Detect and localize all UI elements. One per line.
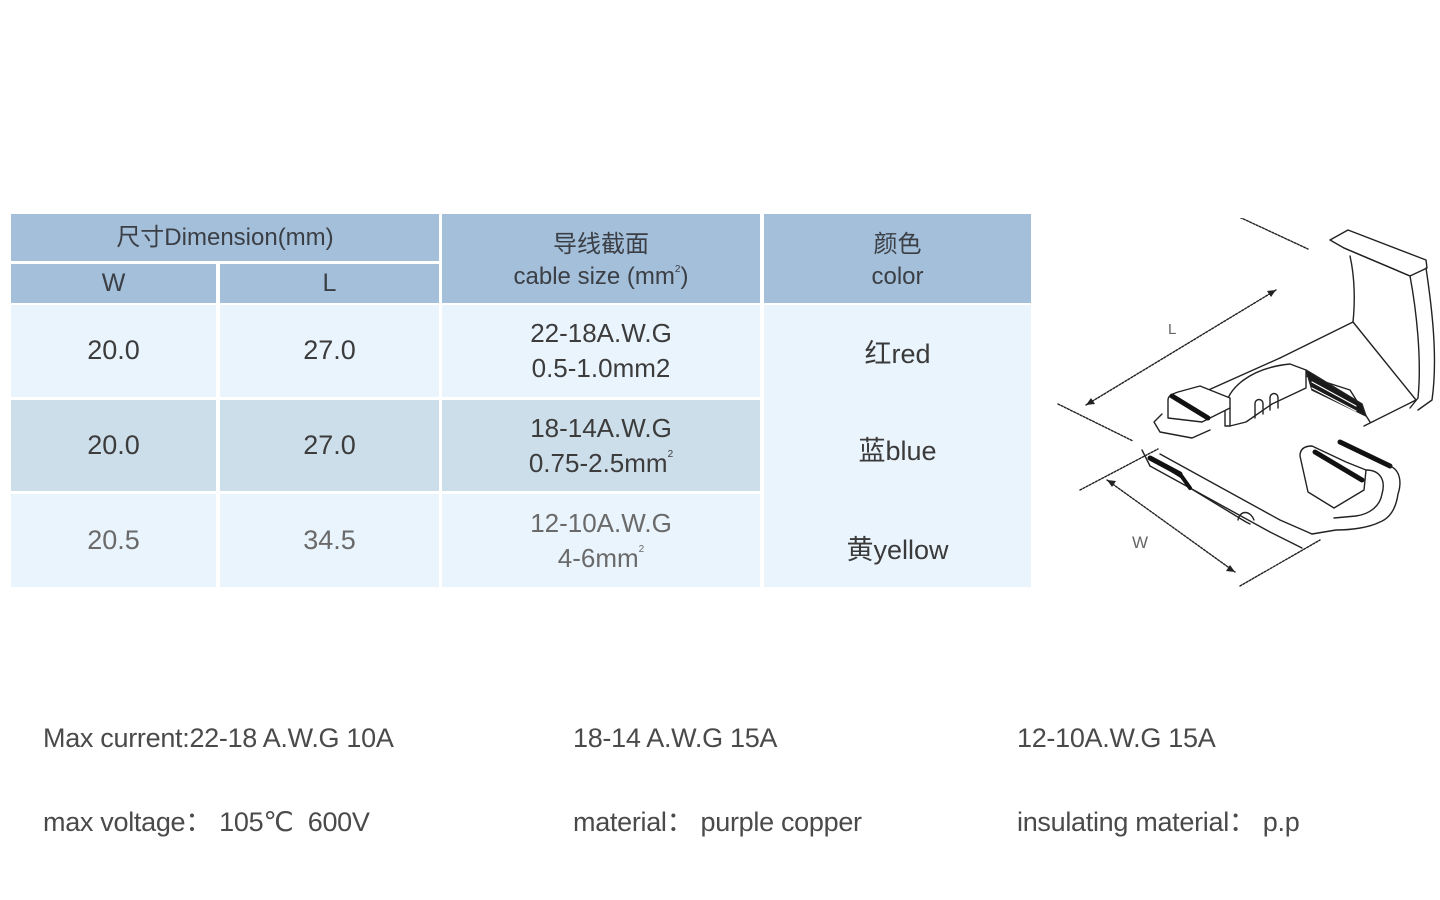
right-wire-block [1299, 439, 1401, 535]
table-row-1-cable: 22-18A.W.G 0.5-1.0mm2 [442, 305, 760, 397]
note-1-line-1: Max current:22-18 A.W.G 10A [43, 723, 394, 753]
dimension-l-arrow [1085, 289, 1277, 406]
table-row-2-w: 20.0 [11, 400, 216, 491]
header-color-cn: 颜色 [873, 231, 922, 259]
header-cable-cn: 导线截面 [553, 231, 649, 259]
note-group-3: 12-10A.W.G 15A insulating material： p.p [1017, 668, 1300, 864]
left-wire-block [1153, 385, 1231, 439]
color-red: 红red [864, 339, 931, 369]
table-row-1-w: 20.0 [11, 305, 216, 397]
note-3-line-2: insulating material： p.p [1017, 807, 1300, 837]
spec-table: 尺寸Dimension(mm) W L 导线截面 cable size (mm2… [11, 214, 1031, 588]
header-l-label: L [322, 269, 337, 298]
dimension-w-arrow [1106, 479, 1236, 573]
note-group-2: 18-14 A.W.G 15A material： purple copper [573, 668, 862, 864]
header-w: W [11, 264, 216, 303]
header-dimension: 尺寸Dimension(mm) [11, 214, 439, 261]
color-column: 红red 蓝blue 黄yellow [764, 305, 1031, 587]
table-row-3-cable: 12-10A.W.G 4-6mm2 [442, 494, 760, 587]
terminal-block [1305, 369, 1367, 417]
note-2-line-2: material： purple copper [573, 807, 862, 837]
quick-splice-connector-icon: L W [1057, 215, 1436, 587]
diagram-label-l: L [1168, 321, 1176, 338]
flap [1279, 229, 1436, 411]
dimension-w-lines [1079, 448, 1321, 587]
dimension-l-lines [1057, 215, 1309, 442]
note-2-line-1: 18-14 A.W.G 15A [573, 723, 778, 753]
header-cable-size: 导线截面 cable size (mm2) [442, 214, 760, 303]
left-wire-slot [1147, 455, 1255, 525]
header-l: L [220, 264, 439, 303]
table-row-3-l: 34.5 [220, 494, 439, 587]
table-row-2-cable: 18-14A.W.G 0.75-2.5mm2 [442, 400, 760, 491]
table-row-2-l: 27.0 [220, 400, 439, 491]
note-group-1: Max current:22-18 A.W.G 10A max voltage：… [43, 668, 394, 864]
header-w-label: W [101, 269, 126, 298]
note-3-line-1: 12-10A.W.G 15A [1017, 723, 1216, 753]
color-yellow: 黄yellow [846, 535, 949, 565]
header-cable-en: cable size (mm2) [513, 262, 689, 290]
table-row-3-w: 20.5 [11, 494, 216, 587]
header-color: 颜色 color [764, 214, 1031, 303]
connector-diagram: L W [1050, 215, 1440, 588]
note-1-line-2: max voltage： 105℃ 600V [43, 807, 370, 837]
header-dimension-label: 尺寸Dimension(mm) [116, 223, 334, 251]
center-tab [1224, 363, 1307, 427]
diagram-label-w: W [1132, 533, 1148, 552]
color-blue: 蓝blue [858, 436, 937, 466]
header-color-en: color [871, 262, 924, 290]
table-row-1-l: 27.0 [220, 305, 439, 397]
